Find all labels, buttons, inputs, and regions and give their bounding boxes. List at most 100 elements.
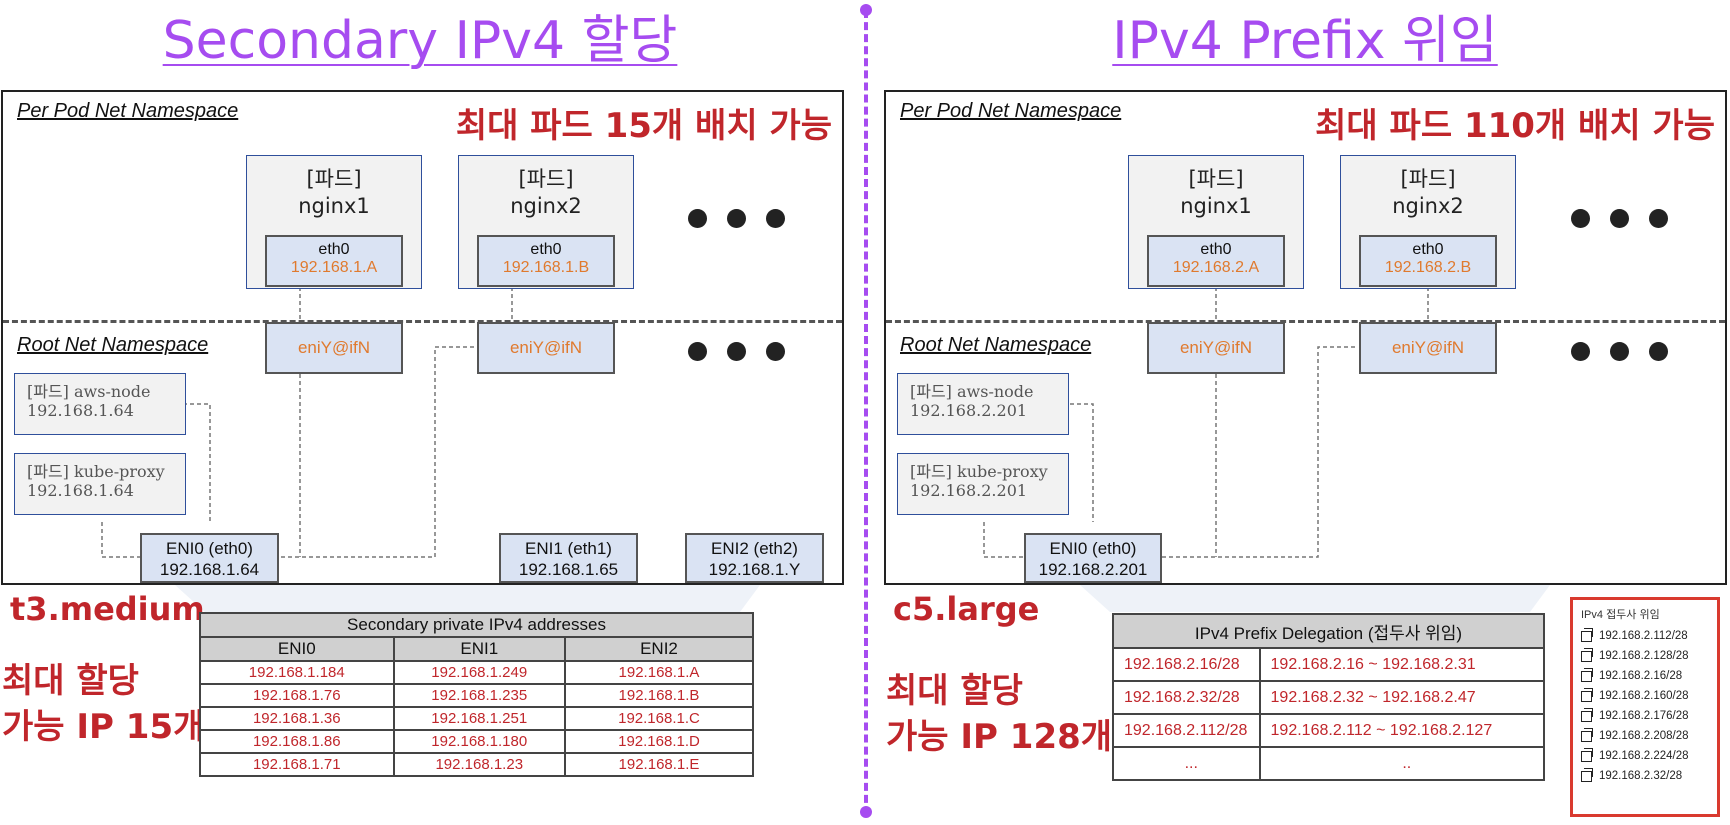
copy-icon[interactable] <box>1581 667 1593 682</box>
sys-pod-name: [파드] aws-node <box>910 382 1034 401</box>
sys-pod-ip: 192.168.2.201 <box>910 481 1028 500</box>
veth-nginx1: eniY@ifN <box>1147 322 1285 374</box>
center-divider <box>864 10 868 815</box>
iface-ip: 192.168.1.A <box>290 259 378 276</box>
pod-eth0-nginx1: eth0 192.168.2.A <box>1147 235 1285 287</box>
prefix-delegation-table: IPv4 Prefix Delegation (접두사 위임) 192.168.… <box>1112 613 1546 781</box>
eni2: ENI2 (eth2) 192.168.1.Y <box>685 533 824 583</box>
col-header: ENI2 <box>563 636 755 662</box>
eni-ip: 192.168.2.201 <box>1038 560 1148 579</box>
instance-type: t3.medium <box>10 590 205 628</box>
pod-title: [파드]nginx2 <box>1392 167 1464 218</box>
sys-pod-ip: 192.168.1.64 <box>27 481 134 500</box>
iface-name: eth0 <box>530 241 562 258</box>
prefix-item[interactable]: 192.168.2.208/28 <box>1581 726 1709 746</box>
aws-node-pod: [파드] aws-node 192.168.2.201 <box>897 373 1069 435</box>
sys-pod-name: [파드] aws-node <box>27 382 151 401</box>
eni-ip: 192.168.1.64 <box>159 560 260 579</box>
iface-ip: 192.168.1.B <box>502 259 590 276</box>
pod-eth0-nginx2: eth0 192.168.1.B <box>477 235 615 287</box>
table-row: ..... <box>1112 746 1546 781</box>
sys-pod-ip: 192.168.1.64 <box>27 401 134 420</box>
kube-proxy-pod: [파드] kube-proxy 192.168.1.64 <box>14 453 186 515</box>
prefix-item[interactable]: 192.168.2.112/28 <box>1581 626 1709 646</box>
table-caption: Secondary private IPv4 addresses <box>199 612 754 638</box>
prefix-item[interactable]: 192.168.2.224/28 <box>1581 746 1709 766</box>
sys-pod-name: [파드] kube-proxy <box>27 462 165 481</box>
eni-name: ENI0 (eth0) <box>166 539 253 558</box>
eni-ip: 192.168.1.Y <box>708 560 801 579</box>
divider-top-dot <box>860 4 872 16</box>
veth-nginx2: eniY@ifN <box>1359 322 1497 374</box>
prefix-item[interactable]: 192.168.2.32/28 <box>1581 766 1709 786</box>
aws-node-pod: [파드] aws-node 192.168.1.64 <box>14 373 186 435</box>
pod-eth0-nginx1: eth0 192.168.1.A <box>265 235 403 287</box>
root-namespace-label: Root Net Namespace <box>900 334 1092 356</box>
iface-name: eth0 <box>1412 241 1444 258</box>
veth-nginx1: eniY@ifN <box>265 322 403 374</box>
copy-icon[interactable] <box>1581 727 1593 742</box>
iface-name: eth0 <box>1200 241 1232 258</box>
root-namespace-label: Root Net Namespace <box>17 334 209 356</box>
prefix-item[interactable]: 192.168.2.16/28 <box>1581 666 1709 686</box>
prefix-item[interactable]: 192.168.2.128/28 <box>1581 646 1709 666</box>
eni0: ENI0 (eth0) 192.168.1.64 <box>140 533 279 583</box>
copy-icon[interactable] <box>1581 687 1593 702</box>
more-veth-dots <box>688 342 785 361</box>
secondary-ip-table: Secondary private IPv4 addresses ENI0 EN… <box>199 612 755 777</box>
pod-namespace-label: Per Pod Net Namespace <box>900 100 1122 122</box>
more-pods-dots <box>1571 209 1668 228</box>
sys-pod-ip: 192.168.2.201 <box>910 401 1028 420</box>
iface-ip: 192.168.2.A <box>1172 259 1260 276</box>
copy-icon[interactable] <box>1581 747 1593 762</box>
copy-icon[interactable] <box>1581 707 1593 722</box>
right-node-panel: Per Pod Net Namespace 최대 파드 110개 배치 가능 R… <box>884 90 1727 585</box>
max-ip-label: 최대 할당 가능 IP 128개 <box>886 671 1113 757</box>
eni0: ENI0 (eth0) 192.168.2.201 <box>1024 533 1162 583</box>
namespace-separator <box>886 320 1725 323</box>
prefix-list-box: IPv4 접두사 위임 192.168.2.112/28 192.168.2.1… <box>1570 597 1720 817</box>
pod-title: [파드]nginx1 <box>1180 167 1252 218</box>
eni-name: ENI1 (eth1) <box>525 539 612 558</box>
left-title: Secondary IPv4 할당 <box>162 11 678 71</box>
prefix-list-header: IPv4 접두사 위임 <box>1581 609 1660 621</box>
more-pods-dots <box>688 209 785 228</box>
eni-name: ENI2 (eth2) <box>711 539 798 558</box>
more-veth-dots <box>1571 342 1668 361</box>
max-ip-label: 최대 할당 가능 IP 15개 <box>2 661 205 747</box>
pod-eth0-nginx2: eth0 192.168.2.B <box>1359 235 1497 287</box>
pod-title: [파드]nginx1 <box>298 167 370 218</box>
col-header: ENI0 <box>199 636 395 662</box>
copy-icon[interactable] <box>1581 627 1593 642</box>
eni-name: ENI0 (eth0) <box>1049 539 1137 558</box>
pod-namespace-label: Per Pod Net Namespace <box>17 100 239 122</box>
instance-type: c5.large <box>893 590 1040 628</box>
table-caption: IPv4 Prefix Delegation (접두사 위임) <box>1112 613 1545 649</box>
iface-name: eth0 <box>318 241 350 258</box>
prefix-item[interactable]: 192.168.2.176/28 <box>1581 706 1709 726</box>
copy-icon[interactable] <box>1581 647 1593 662</box>
pod-title: [파드]nginx2 <box>510 167 582 218</box>
max-pods-label: 최대 파드 15개 배치 가능 <box>455 106 832 146</box>
col-header: ENI1 <box>392 636 566 662</box>
sys-pod-name: [파드] kube-proxy <box>910 462 1048 481</box>
eni1: ENI1 (eth1) 192.168.1.65 <box>499 533 638 583</box>
prefix-item[interactable]: 192.168.2.160/28 <box>1581 686 1709 706</box>
max-pods-label: 최대 파드 110개 배치 가능 <box>1315 106 1715 146</box>
left-node-panel: Per Pod Net Namespace 최대 파드 15개 배치 가능 Ro… <box>1 90 844 585</box>
divider-bottom-dot <box>860 806 872 818</box>
copy-icon[interactable] <box>1581 767 1593 782</box>
right-title: IPv4 Prefix 위임 <box>1112 11 1498 71</box>
kube-proxy-pod: [파드] kube-proxy 192.168.2.201 <box>897 453 1069 515</box>
namespace-separator <box>3 320 842 323</box>
veth-nginx2: eniY@ifN <box>477 322 615 374</box>
eni-ip: 192.168.1.65 <box>518 560 619 579</box>
